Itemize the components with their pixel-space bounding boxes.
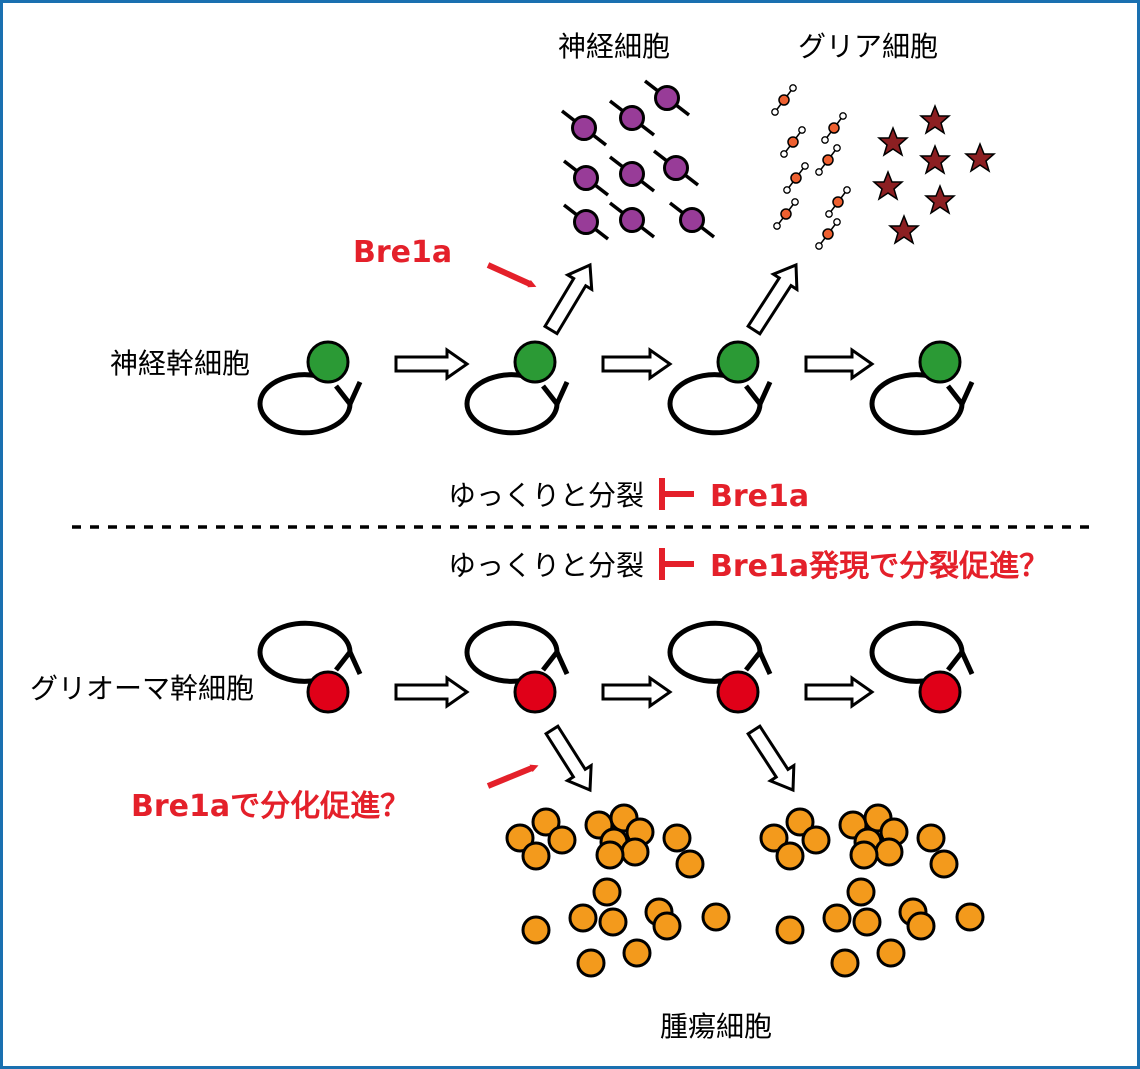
inhibition-bottom-annotation: Bre1a発現で分裂促進？ (710, 549, 1049, 584)
neural-stem-label: 神経幹細胞 (110, 347, 250, 380)
tumor-cell (576, 948, 606, 978)
neuron-label: 神経細胞 (558, 30, 670, 63)
tumor-cell (876, 938, 906, 968)
tumor-cell (675, 849, 705, 879)
tumor-cell (955, 902, 985, 932)
tumor-cell (916, 823, 946, 853)
tumor-cell (595, 840, 625, 870)
tumor-cell (874, 837, 904, 867)
tumor-cell (521, 841, 551, 871)
tumor-cell (521, 915, 551, 945)
tumor-cell (852, 907, 882, 937)
tumor-cell (759, 823, 789, 853)
tumor-cell (775, 841, 805, 871)
neural-stem-cell (513, 340, 557, 384)
inhibition-top-symbol (659, 478, 694, 510)
tumor-clusters (505, 803, 985, 978)
differentiation-arrow (486, 764, 539, 789)
neural-stem-cell (306, 340, 350, 384)
tumor-cell (568, 903, 598, 933)
tumor-cell (846, 877, 876, 907)
differentiation-arrow-tumor (544, 724, 593, 793)
tumor-cell (830, 948, 860, 978)
division-arrow (394, 347, 470, 381)
glioma-stem-row (260, 623, 972, 793)
tumor-cell (801, 825, 831, 855)
glioma-stem-cell (716, 670, 760, 714)
tumor-cell (906, 911, 936, 941)
neural-stem-row (260, 262, 972, 432)
differentiation-annotation: Bre1aで分化促進？ (131, 789, 410, 824)
division-arrow (804, 347, 875, 381)
slow-division-top-label: ゆっくりと分裂 (448, 479, 644, 512)
division-arrow (394, 675, 470, 709)
tumor-cell (929, 849, 959, 879)
bre1a-neuron-annotation: Bre1a (353, 235, 452, 270)
differentiation-arrow-tumor (746, 724, 796, 793)
glia-label: グリア細胞 (798, 30, 938, 63)
bre1a-neuron-arrow (486, 262, 537, 288)
glioma-stem-label: グリオーマ幹細胞 (30, 672, 254, 705)
glioma-stem-cell (918, 670, 962, 714)
tumor-cell (505, 823, 535, 853)
tumor-cell (531, 807, 561, 837)
division-arrow (601, 347, 673, 381)
glioma-stem-cell (306, 670, 350, 714)
tumor-cell (785, 807, 815, 837)
tumor-cell (822, 903, 852, 933)
neural-stem-cell (918, 340, 962, 384)
tumor-cell (592, 877, 622, 907)
slow-division-bottom-label: ゆっくりと分裂 (448, 549, 644, 582)
tumor-cell (598, 907, 628, 937)
inhibition-bottom-symbol (659, 548, 694, 580)
tumor-cell (775, 915, 805, 945)
division-arrow (804, 675, 875, 709)
tumor-cell (620, 837, 650, 867)
tumor-cell (547, 825, 577, 855)
tumor-cell (701, 902, 731, 932)
tumor-cell (652, 911, 682, 941)
tumor-cell (849, 840, 879, 870)
glioma-stem-cell (513, 670, 557, 714)
neural-stem-cell (716, 340, 760, 384)
division-arrow (601, 675, 673, 709)
tumor-cell (662, 823, 692, 853)
differentiation-arrow-neuron (542, 262, 594, 336)
differentiation-arrow-glia (746, 262, 799, 336)
tumor-cell (622, 938, 652, 968)
tumor-label: 腫瘍細胞 (660, 1010, 772, 1043)
inhibition-top-annotation: Bre1a (710, 479, 809, 514)
